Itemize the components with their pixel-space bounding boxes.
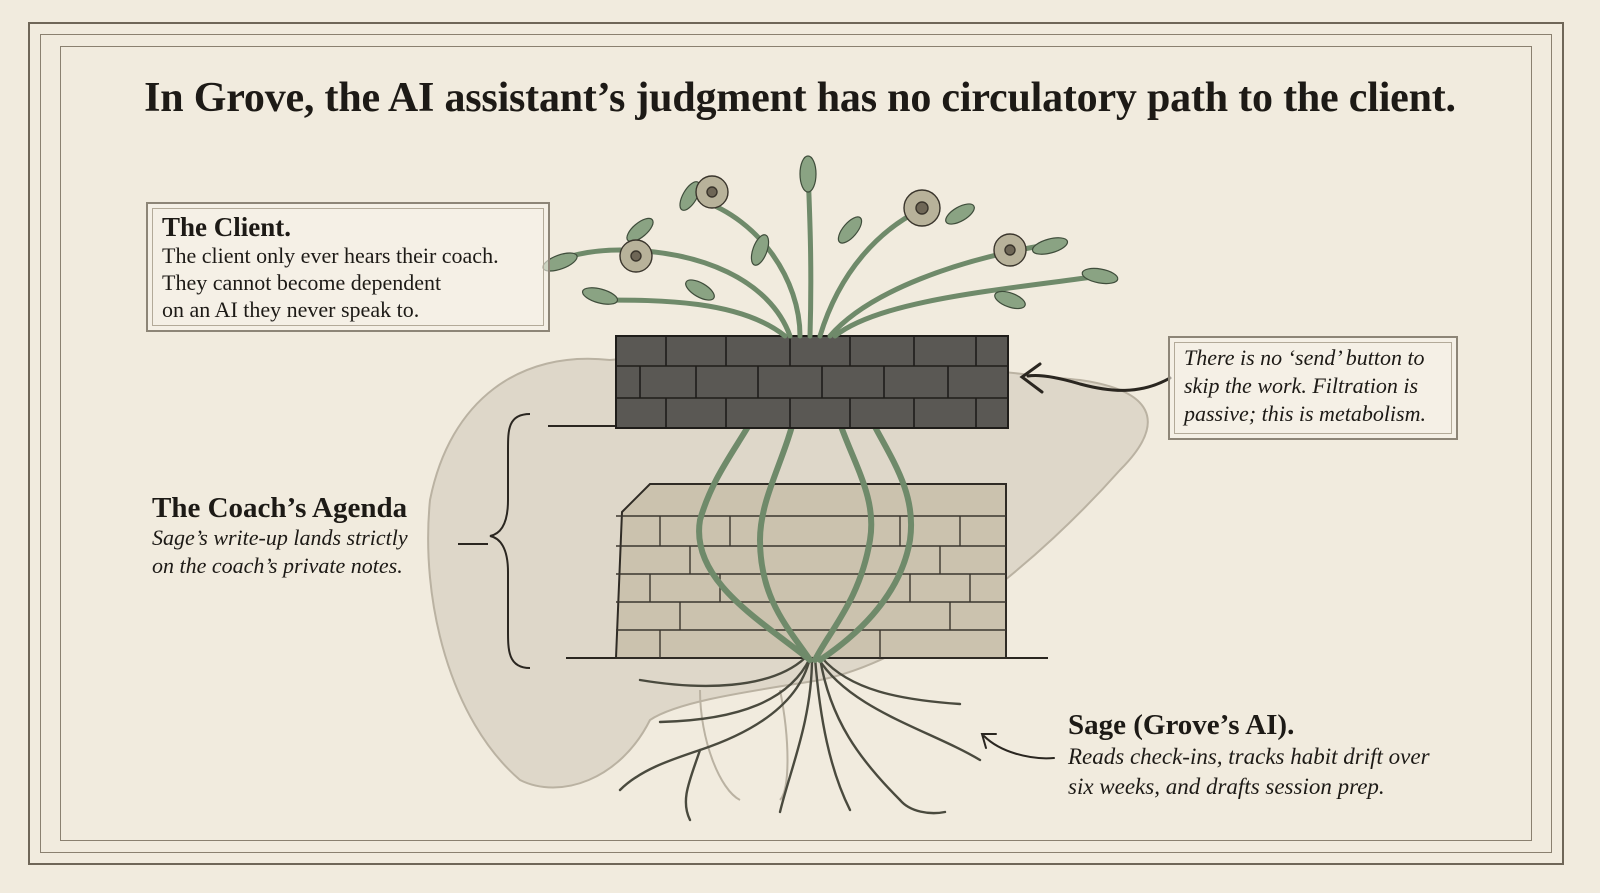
send-note-line: passive; this is metabolism. — [1184, 401, 1426, 426]
outer-frame — [28, 22, 1564, 865]
send-note-line: skip the work. Filtration is — [1184, 373, 1419, 398]
client-line: The client only ever hears their coach. — [162, 243, 499, 268]
send-note-callout: There is no ‘send’ button to skip the wo… — [1168, 336, 1458, 440]
agenda-line: on the coach’s private notes. — [152, 553, 403, 578]
page-title: In Grove, the AI assistant’s judgment ha… — [144, 75, 1456, 121]
client-callout: The Client. The client only ever hears t… — [146, 202, 550, 332]
flowers — [619, 175, 1027, 273]
client-heading: The Client. — [162, 212, 292, 242]
sage-line: Reads check-ins, tracks habit drift over — [1068, 744, 1430, 769]
sage-heading: Sage (Grove’s AI). — [1068, 709, 1295, 741]
agenda-heading: The Coach’s Agenda — [152, 492, 408, 524]
agenda-label: The Coach’s Agenda Sage’s write-up lands… — [152, 492, 408, 580]
agenda-line: Sage’s write-up lands strictly — [152, 525, 408, 550]
sage-line: six weeks, and drafts session prep. — [1068, 774, 1385, 799]
leaves — [542, 155, 1119, 310]
inner-frame-rule — [60, 46, 1532, 841]
sage-label: Sage (Grove’s AI). Reads check-ins, trac… — [1068, 708, 1430, 802]
upper-wall — [615, 335, 1009, 429]
client-line: They cannot become dependent — [162, 270, 442, 295]
roots — [618, 656, 982, 822]
sage-arrow — [980, 733, 1055, 760]
inner-frame — [40, 34, 1552, 853]
send-arrow — [1019, 362, 1172, 394]
client-line: on an AI they never speak to. — [162, 297, 420, 322]
lower-wall — [614, 483, 1007, 659]
send-note-line: There is no ‘send’ button to — [1184, 345, 1425, 370]
